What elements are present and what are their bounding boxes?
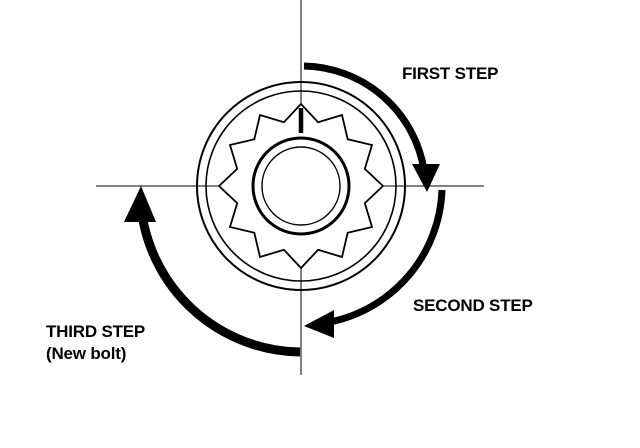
- washer-outer-ring: [196, 81, 406, 291]
- second-step-label: SECOND STEP: [413, 296, 533, 315]
- second-step-arrow-icon: [304, 189, 446, 338]
- bolt-shank: [251, 136, 351, 236]
- washer-rings: [196, 81, 406, 291]
- bolt-shank-inner: [261, 146, 341, 226]
- third-step-label: THIRD STEP: [46, 322, 146, 341]
- washer-inner-ring: [205, 90, 397, 282]
- third-step-arrow-icon: [124, 186, 301, 357]
- first-step-label: FIRST STEP: [402, 64, 499, 83]
- third-step-note: (New bolt): [46, 344, 127, 363]
- first-step-arrow-icon: [303, 62, 440, 192]
- bolt-shank-outer: [251, 136, 351, 236]
- bolt-head-icon: [217, 102, 385, 270]
